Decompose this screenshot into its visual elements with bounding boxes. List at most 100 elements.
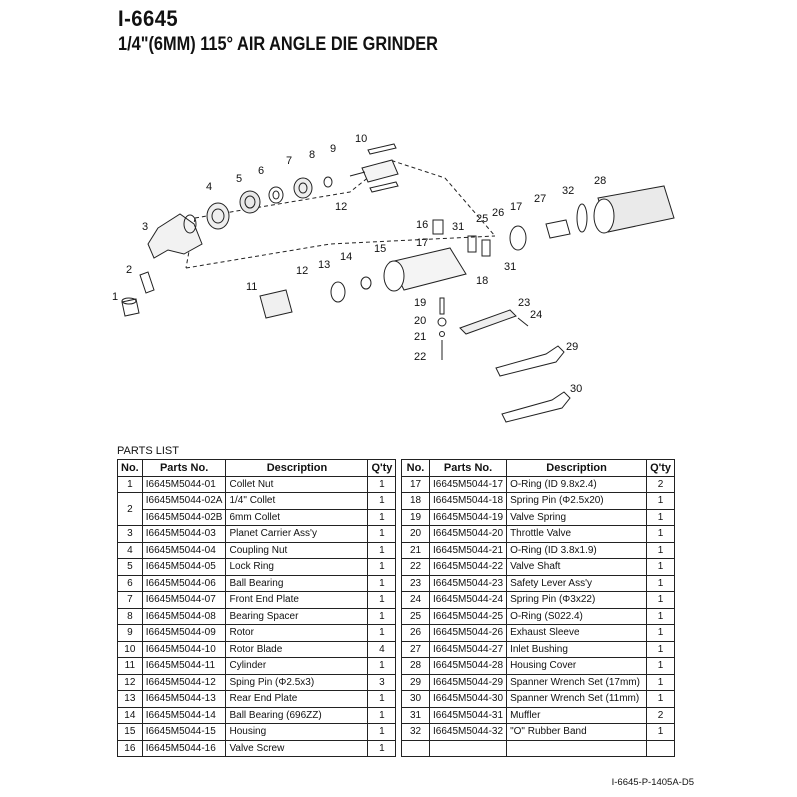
table-row: I6645M5044-02B 6mm Collet 1	[118, 508, 397, 526]
col-header-description: Description	[225, 459, 369, 477]
part-description-cell: Rear End Plate	[225, 690, 369, 708]
part-qty-cell: 1	[646, 624, 676, 642]
part-number-cell: I6645M5044-24	[428, 591, 508, 609]
part-number-cell: I6645M5044-22	[428, 558, 508, 576]
part-no-cell: 11	[117, 657, 143, 675]
part-description-cell: Throttle Valve	[506, 525, 648, 543]
part-no-cell: 5	[117, 558, 143, 576]
part-no-cell: 20	[401, 525, 430, 543]
part-description-cell: Coupling Nut	[225, 541, 369, 559]
table-row: 15 I6645M5044-15 Housing 1	[117, 723, 397, 741]
part-description-cell: 6mm Collet	[225, 508, 369, 526]
part-number-cell: I6645M5044-20	[428, 525, 508, 543]
part-no-cell: 26	[401, 624, 430, 642]
part-qty-cell: 1	[646, 591, 676, 609]
table-header-row: No. Parts No. Description Q'ty	[117, 459, 397, 477]
part-description-cell: Bearing Spacer	[225, 607, 369, 625]
part-qty-cell: 1	[367, 690, 397, 708]
part-number-cell: I6645M5044-09	[141, 624, 227, 642]
callout-label: 21	[414, 331, 426, 343]
callout-label: 17	[416, 237, 428, 249]
part-no-cell: 30	[401, 690, 430, 708]
part-number-cell: I6645M5044-31	[428, 706, 508, 724]
callout-label: 8	[309, 149, 315, 161]
part-no-cell: 2	[117, 492, 143, 526]
product-title: 1/4"(6MM) 115° AIR ANGLE DIE GRINDER	[118, 34, 438, 55]
part-no-cell	[401, 739, 430, 757]
part-number-cell: I6645M5044-25	[428, 607, 508, 625]
part-qty-cell: 1	[646, 525, 676, 543]
part-description-cell: "O" Rubber Band	[506, 723, 648, 741]
part-number-cell: I6645M5044-05	[141, 558, 227, 576]
part-number-cell: I6645M5044-27	[428, 640, 508, 658]
table-row: 11 I6645M5044-11 Cylinder 1	[117, 657, 397, 675]
col-header-description: Description	[506, 459, 648, 477]
part-qty-cell: 1	[367, 657, 397, 675]
table-row: 6 I6645M5044-06 Ball Bearing 1	[117, 574, 397, 592]
part-description-cell: Spanner Wrench Set (17mm)	[506, 673, 648, 691]
exploded-view-drawing: 10 9 8 7 6 5 4 3 12 2 1 11 12 13 14 15 1…	[112, 133, 675, 423]
part-description-cell: Cylinder	[225, 657, 369, 675]
part-description-cell: Housing Cover	[506, 657, 648, 675]
part-number-cell: I6645M5044-14	[141, 706, 227, 724]
part-number-cell: I6645M5044-08	[141, 607, 227, 625]
part-description-cell: Exhaust Sleeve	[506, 624, 648, 642]
part-qty-cell: 1	[646, 492, 676, 510]
callout-label: 18	[476, 275, 488, 287]
part-number-cell: I6645M5044-03	[141, 525, 227, 543]
part-number-cell: I6645M5044-23	[428, 574, 508, 592]
part-description-cell: Spanner Wrench Set (11mm)	[506, 690, 648, 708]
table-row: 7 I6645M5044-07 Front End Plate 1	[117, 591, 397, 609]
part-description-cell: Spring Pin (Φ2.5x20)	[506, 492, 648, 510]
part-qty-cell: 2	[646, 706, 676, 724]
part-description-cell: Lock Ring	[225, 558, 369, 576]
callout-label: 12	[296, 265, 308, 277]
part-number-cell: I6645M5044-26	[428, 624, 508, 642]
part-qty-cell: 1	[646, 558, 676, 576]
callout-label: 1	[112, 291, 118, 303]
part-no-cell: 16	[117, 739, 143, 757]
part-description-cell: O-Ring (S022.4)	[506, 607, 648, 625]
part-no-cell: 19	[401, 508, 430, 526]
part-number-cell: I6645M5044-32	[428, 723, 508, 741]
callout-label: 20	[414, 315, 426, 327]
part-no-cell: 8	[117, 607, 143, 625]
part-number-cell: I6645M5044-28	[428, 657, 508, 675]
part-no-cell: 3	[117, 525, 143, 543]
table-row: 14 I6645M5044-14 Ball Bearing (696ZZ) 1	[117, 706, 397, 724]
part-number-cell: I6645M5044-15	[141, 723, 227, 741]
part-qty-cell: 1	[367, 525, 397, 543]
callout-label: 14	[340, 251, 352, 263]
callout-label: 27	[534, 193, 546, 205]
callout-label: 25	[476, 213, 488, 225]
part-number-cell: I6645M5044-02B	[141, 508, 227, 526]
exploded-view-diagram: 10 9 8 7 6 5 4 3 12 2 1 11 12 13 14 15 1…	[100, 120, 700, 430]
part-number-cell: I6645M5044-29	[428, 673, 508, 691]
part-qty-cell: 1	[367, 739, 397, 757]
part-no-cell: 32	[401, 723, 430, 741]
part-description-cell: Ball Bearing	[225, 574, 369, 592]
part-no-cell: 12	[117, 673, 143, 691]
part-qty-cell: 1	[646, 541, 676, 559]
callout-label: 7	[286, 155, 292, 167]
part-description-cell: Collet Nut	[225, 475, 369, 493]
part-description-cell: Planet Carrier Ass'y	[225, 525, 369, 543]
col-header-parts-no: Parts No.	[141, 459, 227, 477]
callout-label: 28	[594, 175, 606, 187]
table-row: 4 I6645M5044-04 Coupling Nut 1	[117, 541, 397, 559]
part-no-cell: 13	[117, 690, 143, 708]
col-header-no: No.	[401, 459, 430, 477]
part-qty-cell: 1	[646, 673, 676, 691]
part-number-cell: I6645M5044-12	[141, 673, 227, 691]
part-qty-cell: 1	[367, 558, 397, 576]
table-row: 1 I6645M5044-01 Collet Nut 1	[117, 475, 397, 493]
part-description-cell: O-Ring (ID 9.8x2.4)	[506, 475, 648, 493]
